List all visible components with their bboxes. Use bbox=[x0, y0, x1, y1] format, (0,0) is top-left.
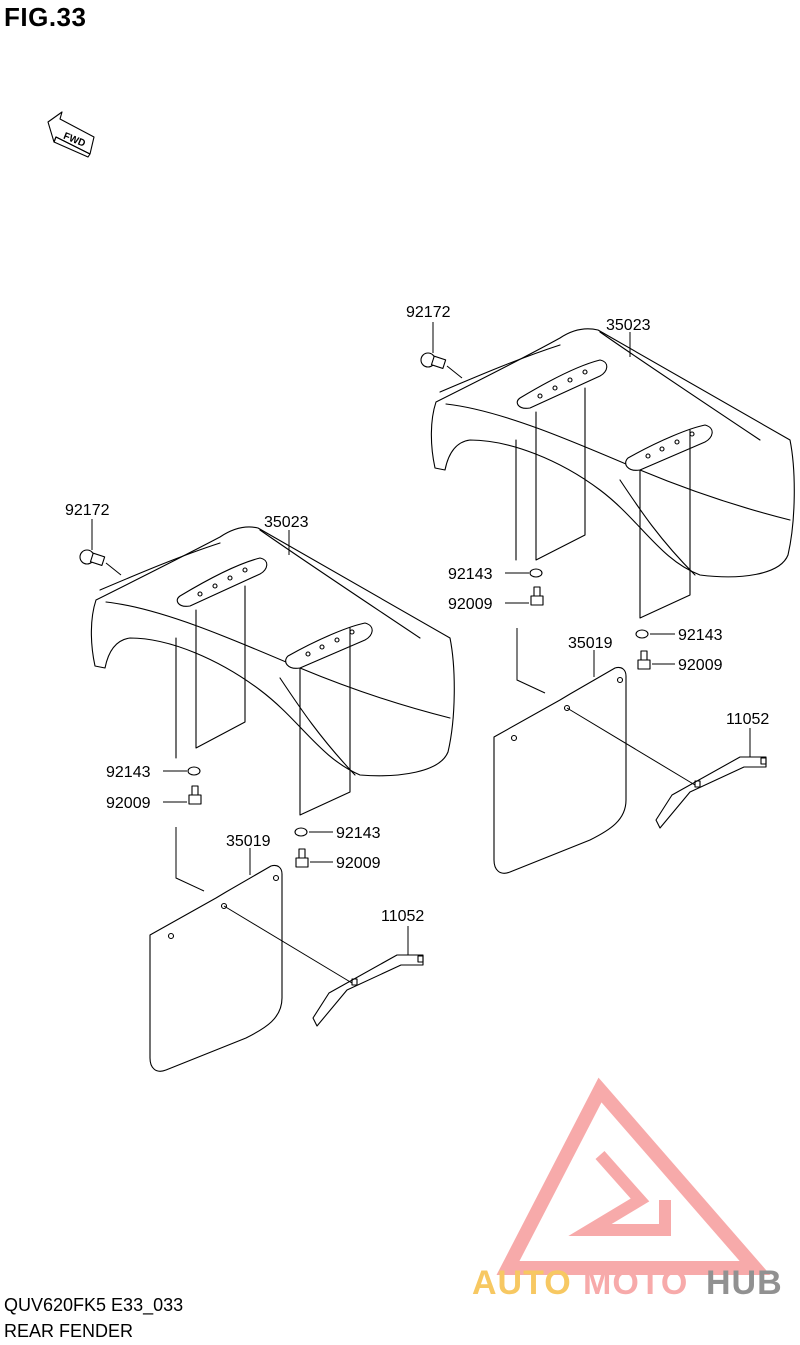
part-number-35023-b: 35023 bbox=[606, 317, 651, 334]
part-number-35023-a: 35023 bbox=[264, 514, 309, 531]
part-number-92172-b: 92172 bbox=[406, 304, 451, 321]
part-number-92143-b1: 92143 bbox=[448, 566, 493, 583]
watermark-word-hub: HUB bbox=[706, 1264, 783, 1302]
mudflap-b bbox=[493, 666, 627, 874]
bolt-a2-icon bbox=[295, 848, 309, 868]
watermark-logo: AUTO MOTO HUB bbox=[472, 1077, 783, 1302]
fwd-arrow-icon: FWD bbox=[47, 111, 95, 158]
watermark-word-auto: AUTO bbox=[472, 1264, 572, 1302]
bracket-b bbox=[655, 756, 767, 829]
washer-a2-icon bbox=[294, 827, 308, 837]
section-name: REAR FENDER bbox=[4, 1321, 134, 1341]
screw-a-icon bbox=[79, 549, 122, 576]
part-number-35019-a: 35019 bbox=[226, 833, 271, 850]
assembly-b: 92172 35023 92143 92009 92143 92009 bbox=[406, 304, 795, 874]
part-number-92143-a1: 92143 bbox=[106, 764, 151, 781]
part-number-92143-b2: 92143 bbox=[678, 627, 723, 644]
part-number-92009-a2: 92009 bbox=[336, 855, 381, 872]
bolt-b2-icon bbox=[637, 650, 651, 670]
part-number-92172-a: 92172 bbox=[65, 502, 110, 519]
part-number-11052-b: 11052 bbox=[726, 711, 769, 728]
washer-a1-icon bbox=[187, 766, 201, 776]
bracket-a bbox=[312, 954, 424, 1027]
part-number-92009-b2: 92009 bbox=[678, 657, 723, 674]
watermark-word-moto: MOTO bbox=[583, 1264, 688, 1302]
model-code: QUV620FK5 E33_033 bbox=[4, 1295, 184, 1315]
part-number-35019-b: 35019 bbox=[568, 635, 613, 652]
rear-fender-b bbox=[430, 328, 795, 619]
bolt-a1-icon bbox=[188, 785, 202, 805]
mudflap-a bbox=[149, 864, 283, 1072]
watermark-triangle-icon bbox=[496, 1077, 771, 1275]
washer-b1-icon bbox=[529, 568, 543, 578]
rear-fender-a bbox=[90, 526, 455, 816]
part-number-11052-a: 11052 bbox=[381, 908, 424, 925]
bolt-b1-icon bbox=[530, 586, 544, 606]
part-number-92143-a2: 92143 bbox=[336, 825, 381, 842]
figure-title: FIG.33 bbox=[4, 2, 87, 32]
screw-b-icon bbox=[420, 352, 463, 379]
assembly-a: 92172 35023 92143 92009 92143 92009 3501… bbox=[65, 502, 455, 1072]
part-number-92009-b1: 92009 bbox=[448, 596, 493, 613]
washer-b2-icon bbox=[635, 629, 649, 639]
part-number-92009-a1: 92009 bbox=[106, 795, 151, 812]
